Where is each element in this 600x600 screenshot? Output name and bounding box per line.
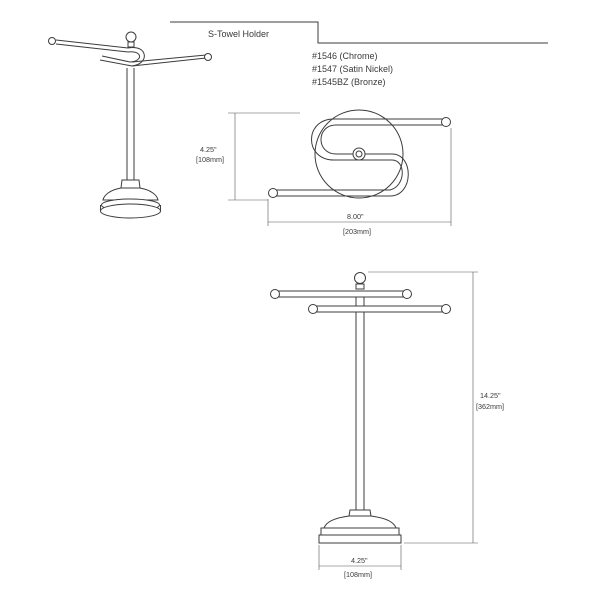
base-mm-label: [108mm] xyxy=(344,570,372,579)
product-title: S-Towel Holder xyxy=(208,29,269,39)
perspective-view xyxy=(48,31,212,219)
height-mm-label: [362mm] xyxy=(476,402,504,411)
top-view-depth-dimension: 4.25" [108mm] xyxy=(196,112,300,201)
width-inches-label: 8.00" xyxy=(347,212,364,221)
depth-mm-label: [108mm] xyxy=(196,155,224,164)
depth-inches-label: 4.25" xyxy=(200,145,217,154)
model-chrome: #1546 (Chrome) xyxy=(312,51,378,61)
header-rule xyxy=(170,21,548,44)
front-view-base-dimension: 4.25" [108mm] xyxy=(318,545,402,579)
model-bronze: #1545BZ (Bronze) xyxy=(312,77,386,87)
model-satin-nickel: #1547 (Satin Nickel) xyxy=(312,64,393,74)
base-inches-label: 4.25" xyxy=(351,556,368,565)
front-view-height-dimension: 14.25" [362mm] xyxy=(368,271,504,544)
width-mm-label: [203mm] xyxy=(343,227,371,236)
height-inches-label: 14.25" xyxy=(480,391,501,400)
top-view-width-dimension: 8.00" [203mm] xyxy=(267,128,452,236)
front-view xyxy=(270,272,451,544)
top-view xyxy=(268,109,451,199)
